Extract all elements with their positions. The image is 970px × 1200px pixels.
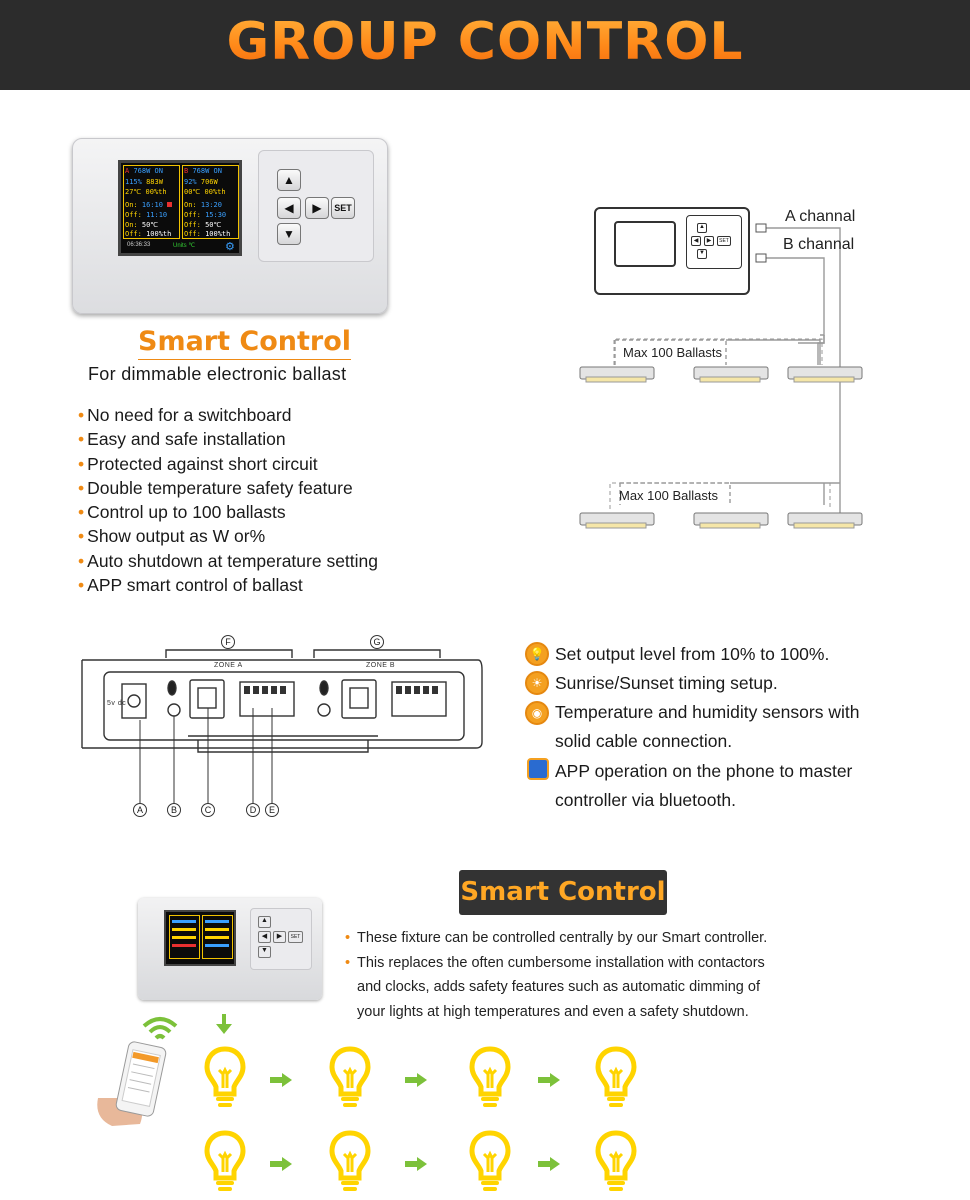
callout-d: D bbox=[246, 803, 260, 817]
channel-b-label: B channal bbox=[783, 236, 855, 253]
bulb-icon bbox=[329, 1046, 371, 1107]
feature-list: No need for a switchboard Easy and safe … bbox=[78, 403, 498, 597]
bulb-icon bbox=[595, 1130, 637, 1191]
callout-f: F bbox=[221, 635, 235, 649]
bulb-icon bbox=[595, 1046, 637, 1107]
zone-a-label: ZONE A bbox=[214, 662, 243, 669]
ballast-row-bottom bbox=[579, 512, 863, 529]
down-key[interactable]: ▼ bbox=[277, 223, 301, 245]
bulb-icon: 💡 bbox=[525, 642, 549, 666]
right-arrow-icon bbox=[538, 1073, 560, 1087]
callout-g: G bbox=[370, 635, 384, 649]
feature-item: Easy and safe installation bbox=[78, 427, 498, 451]
capability-sensors-cont: solid cable connection. bbox=[555, 731, 733, 751]
feature-item: APP smart control of ballast bbox=[78, 573, 498, 597]
right-arrow-icon bbox=[270, 1073, 292, 1087]
smart-control-badge: Smart Control bbox=[459, 870, 667, 915]
sensor-icon: ◉ bbox=[525, 701, 549, 725]
smart-control-title: Smart Control bbox=[138, 326, 352, 360]
callout-a: A bbox=[133, 803, 147, 817]
keypad: ▲ ▼ ◀ ▶ SET bbox=[258, 150, 374, 262]
up-key[interactable]: ▲ bbox=[277, 169, 301, 191]
group-bottom-bracket bbox=[609, 482, 831, 509]
channel-a-label: A channal bbox=[785, 208, 856, 225]
bulb-icon bbox=[469, 1046, 511, 1107]
group-top-label: Max 100 Ballasts bbox=[623, 345, 722, 360]
capability-output: Set output level from 10% to 100%. bbox=[555, 644, 830, 664]
smart-control-description: These fixture can be controlled centrall… bbox=[345, 926, 815, 1024]
capability-sensors: Temperature and humidity sensors with bbox=[555, 702, 860, 722]
right-arrow-icon bbox=[270, 1157, 292, 1171]
callout-b: B bbox=[167, 803, 181, 817]
right-arrow-icon bbox=[405, 1157, 427, 1171]
callout-c: C bbox=[201, 803, 215, 817]
port-panel-diagram bbox=[81, 649, 483, 804]
right-key[interactable]: ▶ bbox=[305, 197, 329, 219]
ballast-row-top bbox=[579, 366, 863, 383]
phone-in-hand-icon bbox=[97, 1041, 167, 1126]
capability-timing: Sunrise/Sunset timing setup. bbox=[555, 673, 778, 693]
page-title: GROUP CONTROL bbox=[0, 12, 970, 72]
bulb-icon bbox=[204, 1046, 246, 1107]
group-bottom-label: Max 100 Ballasts bbox=[619, 488, 718, 503]
controller-screen: A 768W ON B 768W ON 115% 883W 92% 706W 2… bbox=[118, 160, 242, 256]
description-bullet-2-line-3: your lights at high temperatures and eve… bbox=[357, 1003, 749, 1020]
down-arrow-icon bbox=[216, 1014, 232, 1034]
description-bullet-2-line-2: and clocks, adds safety features such as… bbox=[357, 979, 760, 995]
right-arrow-icon bbox=[405, 1073, 427, 1087]
wiring-controller: ▲ ▼ ◀ ▶ SET bbox=[594, 207, 750, 295]
capability-app-cont: controller via bluetooth. bbox=[555, 790, 736, 810]
phone-icon bbox=[527, 758, 549, 780]
power-label: 5v dc bbox=[107, 700, 127, 707]
feature-item: Show output as W or% bbox=[78, 524, 498, 548]
smart-control-subtitle: For dimmable electronic ballast bbox=[88, 364, 347, 384]
small-controller-device: ▲ ▼ ◀ ▶ SET bbox=[138, 898, 322, 1000]
callout-e: E bbox=[265, 803, 279, 817]
description-bullet-2: This replaces the often cumbersome insta… bbox=[345, 951, 815, 976]
feature-item: Auto shutdown at temperature setting bbox=[78, 549, 498, 573]
bulb-icon bbox=[469, 1130, 511, 1191]
zone-b-label: ZONE B bbox=[366, 662, 396, 669]
group-top-bracket bbox=[613, 338, 823, 365]
header-banner bbox=[0, 0, 970, 90]
capability-app: APP operation on the phone to master bbox=[555, 761, 853, 781]
bulb-icon bbox=[329, 1130, 371, 1191]
wifi-icon bbox=[142, 1017, 178, 1040]
left-key[interactable]: ◀ bbox=[277, 197, 301, 219]
feature-item: Protected against short circuit bbox=[78, 452, 498, 476]
feature-item: Double temperature safety feature bbox=[78, 476, 498, 500]
sun-icon: ☀ bbox=[525, 671, 549, 695]
feature-item: No need for a switchboard bbox=[78, 403, 498, 427]
bulb-icon bbox=[204, 1130, 246, 1191]
feature-item: Control up to 100 ballasts bbox=[78, 500, 498, 524]
right-arrow-icon bbox=[538, 1157, 560, 1171]
description-bullet-1: These fixture can be controlled centrall… bbox=[345, 926, 815, 951]
set-key[interactable]: SET bbox=[331, 197, 355, 219]
